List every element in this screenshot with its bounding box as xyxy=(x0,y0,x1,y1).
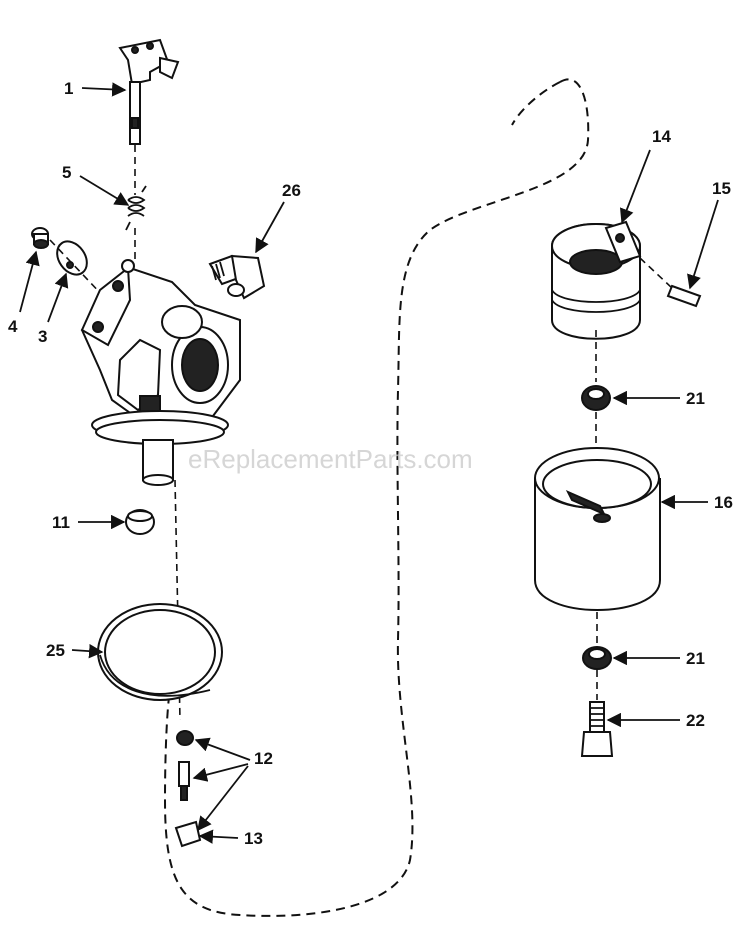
part-4-screw xyxy=(31,227,49,249)
part-22-bolt xyxy=(580,701,614,757)
part-5-spring xyxy=(125,185,147,231)
callout-25: 25 xyxy=(46,641,65,660)
callout-3: 3 xyxy=(38,327,47,346)
callout-5: 5 xyxy=(62,163,71,182)
callout-22: 22 xyxy=(686,711,705,730)
part-13-clip xyxy=(174,820,202,848)
callout-15: 15 xyxy=(712,179,731,198)
part-3-washer xyxy=(56,240,88,276)
part-11-seat xyxy=(125,509,155,535)
callout-1: 1 xyxy=(64,79,73,98)
callout-14: 14 xyxy=(652,127,671,146)
callout-16: 16 xyxy=(714,493,733,512)
callout-21-lower: 21 xyxy=(686,649,705,668)
callout-4: 4 xyxy=(8,317,18,336)
part-1-throttle-shaft xyxy=(118,38,180,145)
part-21-upper xyxy=(581,385,611,411)
watermark: eReplacementParts.com xyxy=(188,444,473,474)
callout-12: 12 xyxy=(254,749,273,768)
carburetor-body xyxy=(80,259,241,486)
axis-15 xyxy=(639,257,673,289)
axis-3 xyxy=(49,239,106,299)
leader-lines xyxy=(19,82,719,844)
callout-13: 13 xyxy=(244,829,263,848)
part-21-lower xyxy=(582,646,612,670)
callout-21-upper: 21 xyxy=(686,389,705,408)
part-15-pin xyxy=(666,284,702,308)
group-boundary-top xyxy=(511,81,561,126)
part-16-float-bowl xyxy=(534,447,661,611)
part-12-components xyxy=(176,730,194,801)
callout-26: 26 xyxy=(282,181,301,200)
group-boundary-dashed xyxy=(163,78,590,917)
part-14-float xyxy=(551,220,642,340)
callout-11: 11 xyxy=(52,513,70,532)
axis-body xyxy=(174,479,181,721)
part-25-gasket xyxy=(97,603,223,701)
part-26-fitting xyxy=(208,254,266,300)
